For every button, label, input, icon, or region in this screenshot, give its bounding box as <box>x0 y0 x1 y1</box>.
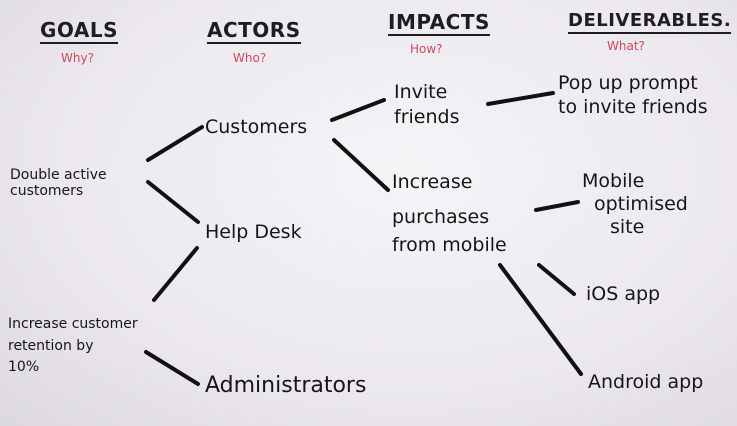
impact-increase-purchases: Increase purchases from mobile <box>392 168 507 260</box>
link-increase-purchases-to-ios-app <box>537 263 576 296</box>
actor-help-desk: Help Desk <box>205 221 302 243</box>
goal-increase-retention: Increase customer retention by 10% <box>8 314 138 379</box>
subheader-goals: Why? <box>61 51 94 65</box>
header-actors: Actors <box>207 18 301 44</box>
link-customers-to-increase-purchases <box>332 138 390 192</box>
deliverable-line: Pop up prompt <box>558 72 698 94</box>
goal-line: 10% <box>8 359 40 376</box>
subheader-impacts: How? <box>410 42 443 56</box>
link-invite-friends-to-popup-prompt <box>486 91 555 106</box>
link-increase-purchases-to-android-app <box>498 263 583 376</box>
impact-line: from mobile <box>392 234 507 256</box>
subheader-actors: Who? <box>233 51 267 65</box>
impact-invite-friends: Invite friends <box>394 80 459 129</box>
subheader-deliverables: What? <box>607 39 645 53</box>
deliverable-line: site <box>610 215 645 238</box>
header-deliverables: Deliverables. <box>568 12 732 34</box>
impact-line: purchases <box>392 205 490 228</box>
goal-line: customers <box>10 182 84 199</box>
link-double-active-to-help-desk <box>146 180 200 224</box>
link-double-active-to-customers <box>146 125 204 162</box>
deliverable-mobile-optimised-site: Mobile optimised site <box>582 170 688 238</box>
impact-line: Increase <box>392 171 473 193</box>
link-retention-to-help-desk <box>152 246 199 302</box>
deliverable-line: optimised <box>594 192 688 215</box>
link-increase-purchases-to-mobile-site <box>534 200 580 212</box>
actor-customers: Customers <box>205 116 308 138</box>
deliverable-android-app: Android app <box>588 371 704 393</box>
deliverable-ios-app: iOS app <box>586 283 661 305</box>
deliverable-line: Mobile <box>582 170 645 192</box>
impact-line: friends <box>394 105 460 128</box>
deliverable-line: to invite friends <box>558 95 708 118</box>
goal-line: retention by <box>8 337 94 354</box>
link-customers-to-invite-friends <box>330 98 386 122</box>
impact-line: Invite <box>394 81 448 103</box>
header-goals: Goals <box>40 18 119 44</box>
header-impacts: Impacts <box>388 10 490 36</box>
actor-administrators: Administrators <box>205 373 367 398</box>
deliverable-popup-prompt: Pop up prompt to invite friends <box>558 72 708 120</box>
goal-line: Increase customer <box>8 316 138 332</box>
link-retention-to-administrators <box>144 350 200 386</box>
goal-line: Double active <box>10 167 107 183</box>
goal-double-active-customers: Double active customers <box>10 167 107 199</box>
